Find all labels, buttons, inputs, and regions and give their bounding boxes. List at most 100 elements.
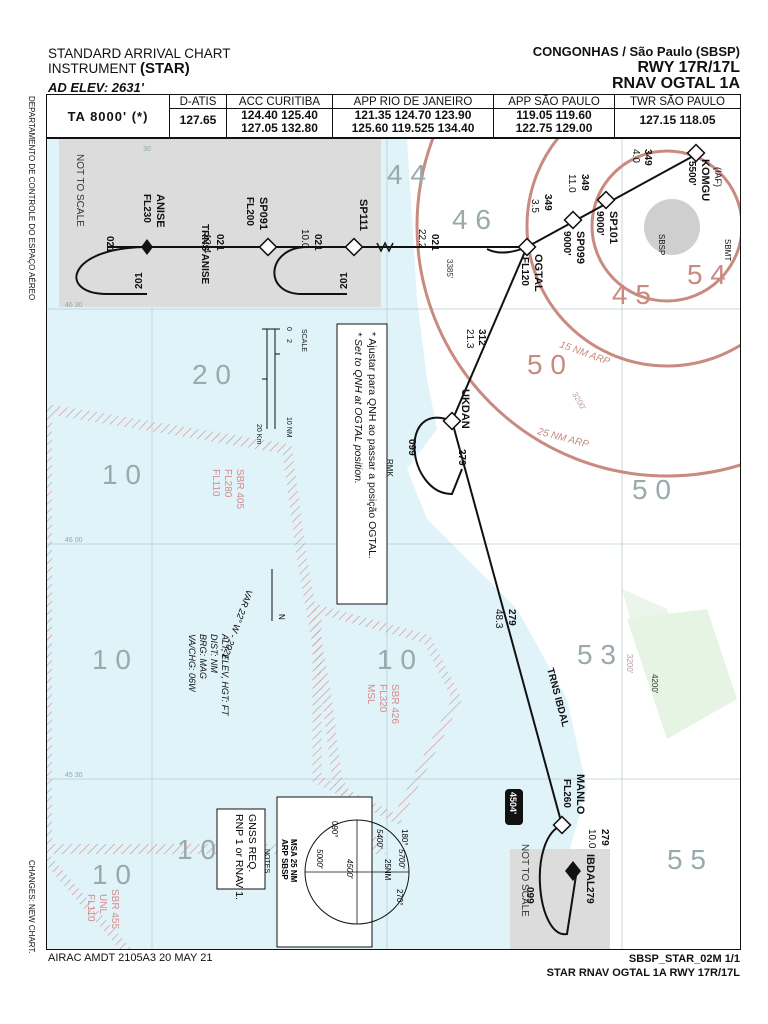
waypoint-ukdan xyxy=(442,411,462,431)
scale-title: SCALE xyxy=(300,329,307,352)
app-sp-label: APP SÃO PAULO xyxy=(494,95,614,109)
leg-349-b: 349 xyxy=(579,174,590,191)
datis-box: D-ATIS 127.65 xyxy=(169,95,226,137)
leg-279-a: 279 xyxy=(456,449,467,466)
route-break-marker xyxy=(376,241,394,253)
units-brg: BRG: MAG xyxy=(198,634,208,679)
msa-5000: 5000' xyxy=(315,849,324,869)
leg-021-c: 021 xyxy=(214,234,225,251)
app-rio-label: APP RIO DE JANEIRO xyxy=(333,95,493,109)
qnh-note-pt: * Ajustar para QNH ao passar a posição O… xyxy=(366,332,378,559)
acc-freq-1: 124.40 125.40 xyxy=(241,108,318,122)
sbr455-boundary xyxy=(47,856,131,949)
acc-freq-2: 127.05 132.80 xyxy=(241,121,318,135)
waypoint-sp099 xyxy=(563,210,583,230)
north-label: N xyxy=(277,614,286,620)
ad-elevation: AD ELEV: 2631' xyxy=(48,80,144,95)
label-sp101: SP101 xyxy=(607,211,619,244)
scale-10nm: 10 NM xyxy=(285,417,292,438)
route-lines xyxy=(75,153,698,936)
label-sbmt: SBMT xyxy=(723,239,732,261)
leg-dist-124: 12.4 xyxy=(201,234,212,254)
msa-title-2: ARP SBSP xyxy=(280,839,289,880)
qnh-note-en: * Set to QNH at OGTAL position. xyxy=(352,332,364,484)
leg-dist-213: 21.3 xyxy=(464,329,475,349)
app-rio-box: APP RIO DE JANEIRO 121.35 124.70 123.90 … xyxy=(332,95,493,137)
grid-label-4600: 46 00 xyxy=(65,537,83,544)
mora-10c: 1 0 xyxy=(377,644,416,675)
runway-label: RWY 17R/17L xyxy=(637,59,740,76)
waypoint-ibdal xyxy=(565,861,581,881)
sbr426-name: SBR 426 xyxy=(389,684,400,724)
leg-201-a: 201 xyxy=(134,272,145,289)
nts-box-anise xyxy=(59,139,381,307)
scale-0: 0 xyxy=(285,327,292,331)
sbr455-lower: FL110 xyxy=(85,894,96,922)
grid-labels: 30 46 30 46 00 45 30 xyxy=(65,146,151,779)
chart-footer-title: STAR RNAV OGTAL 1A RWY 17R/17L xyxy=(546,967,740,979)
acc-label: ACC CURITIBA xyxy=(227,95,332,109)
chart-map: 15 NM ARP 25 NM ARP 4 4 4 6 2 0 1 0 1 0 … xyxy=(46,138,741,950)
msa-labels: MSA 25 NM ARP SBSP 5400' 5700' 5000' 450… xyxy=(280,821,409,906)
sbr426-upper: FL320 xyxy=(377,684,388,713)
footer-identity: SBSP_STAR_02M 1/1 STAR RNAV OGTAL 1A RWY… xyxy=(547,952,740,980)
chart-identity: CONGONHAS / São Paulo (SBSP) RWY 17R/17L… xyxy=(533,44,740,92)
label-anise: ANISE xyxy=(154,194,166,228)
datis-freq: 127.65 xyxy=(179,113,217,127)
nts-label-1: NOT TO SCALE xyxy=(74,154,85,227)
green-area-2 xyxy=(627,609,737,739)
twr-freq: 127.15 118.05 xyxy=(639,113,716,127)
grid-label-4530: 45 30 xyxy=(65,772,83,779)
label-4504: 4504' xyxy=(508,792,518,814)
leg-021-d: 021 xyxy=(104,236,115,253)
label-sp091: SP091 xyxy=(257,197,269,230)
chart-type-line2: INSTRUMENT (STAR) xyxy=(48,60,190,77)
rmk-label: RMK xyxy=(385,459,394,477)
units-va: VA/CHG: 06W xyxy=(187,634,197,693)
leg-dist-483: 48.3 xyxy=(493,609,504,629)
label-ogtal-fl: FL120 xyxy=(519,257,530,286)
mora-values-red: 4 5 5 4 5 0 xyxy=(527,259,726,380)
app-sp-freq-2: 122.75 129.00 xyxy=(515,121,593,135)
msa-5700: 5700' xyxy=(397,849,406,869)
twr-box: TWR SÃO PAULO 127.15 118.05 xyxy=(614,95,740,137)
msa-4500: 4500' xyxy=(345,859,354,879)
label-anise-fl: FL230 xyxy=(141,194,152,223)
waypoint-sp111 xyxy=(344,237,364,257)
app-rio-freq-1: 121.35 124.70 123.90 xyxy=(354,108,472,122)
leg-349-a: 349 xyxy=(642,149,653,166)
mora-55: 5 5 xyxy=(667,844,706,875)
label-sp101-alt: 9000' xyxy=(594,211,605,236)
label-komgu-alt: 5500' xyxy=(686,161,697,186)
leg-099-a: 099 xyxy=(406,439,417,456)
mora-44: 4 4 xyxy=(387,159,426,190)
box-4504 xyxy=(505,789,523,825)
grid-label-30: 30 xyxy=(143,146,151,153)
waypoint-sp101 xyxy=(596,190,616,210)
mora-values: 4 4 4 6 2 0 1 0 1 0 1 0 1 0 1 0 5 0 5 3 … xyxy=(92,159,706,890)
app-sp-freq-1: 119.05 119.60 xyxy=(516,108,592,122)
gnss-note-box xyxy=(216,808,266,890)
waypoint-ogtal xyxy=(517,237,537,257)
changes-side-label: CHANGES: NEW CHART. xyxy=(27,860,36,954)
map-canvas: 15 NM ARP 25 NM ARP 4 4 4 6 2 0 1 0 1 0 … xyxy=(47,139,740,949)
amdt-label: AIRAC AMDT 2105A3 20 MAY 21 xyxy=(48,952,213,964)
mora-53: 5 3 xyxy=(577,639,616,670)
leg-dist-222: 22.2 xyxy=(416,229,427,249)
acc-box: ACC CURITIBA 124.40 125.40 127.05 132.80 xyxy=(226,95,332,137)
label-sp099: SP099 xyxy=(574,231,586,264)
waypoint-manlo xyxy=(552,815,572,835)
leg-201-b: 201 xyxy=(339,272,350,289)
msa-radial-270: 270° xyxy=(395,889,404,906)
gnss-line1: GNSS REQ. xyxy=(246,814,258,872)
msa-radius: 25NM xyxy=(383,859,392,881)
mora-10e: 1 0 xyxy=(92,859,131,890)
procedure-name: RNAV OGTAL 1A xyxy=(611,75,740,92)
airport-name: CONGONHAS / São Paulo (SBSP) xyxy=(532,44,740,59)
leg-099-b: 099 xyxy=(524,887,535,904)
mora-10b: 1 0 xyxy=(92,644,131,675)
sbr405-lower: FL110 xyxy=(210,469,221,497)
label-sp099-alt: 9000' xyxy=(561,231,572,256)
app-rio-freq-2: 125.60 119.525 134.40 xyxy=(351,121,475,135)
label-manlo: MANLO xyxy=(574,774,586,815)
